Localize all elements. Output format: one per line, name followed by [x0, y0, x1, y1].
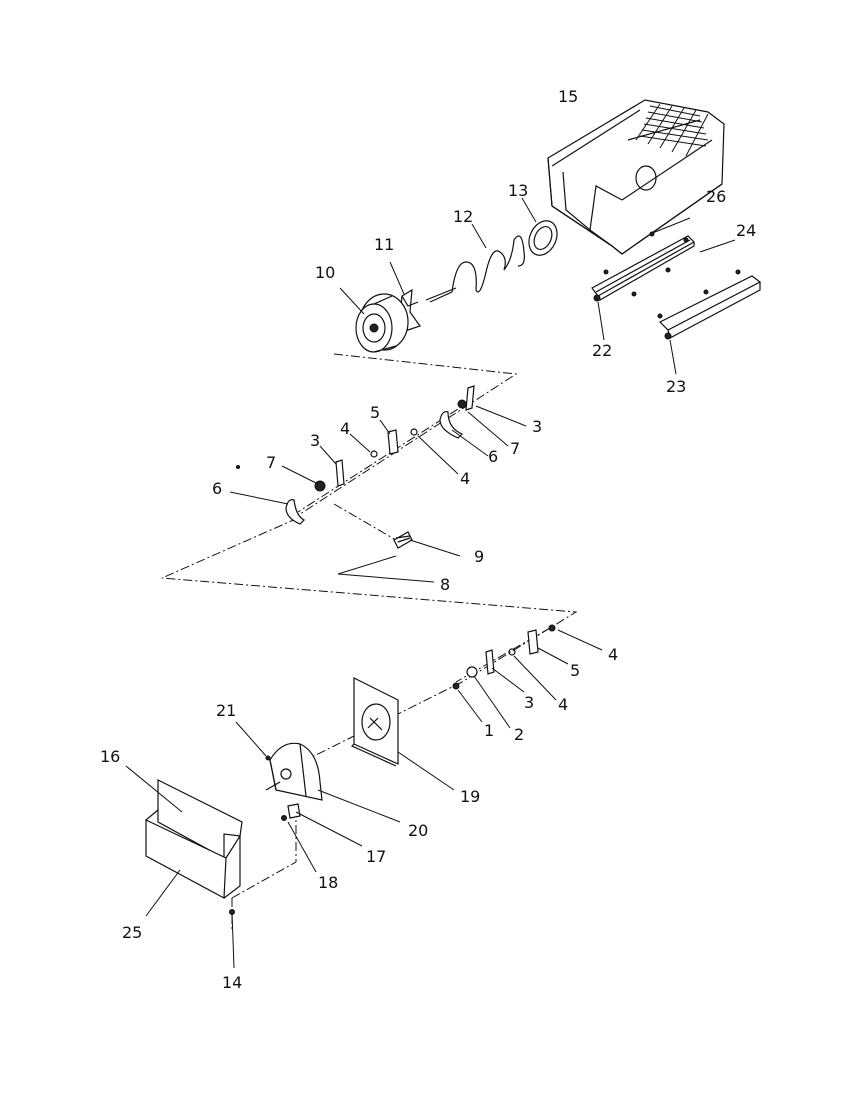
label-24: 24	[736, 221, 756, 240]
label-7-left: 7	[266, 453, 276, 472]
label-23: 23	[666, 377, 686, 396]
label-10: 10	[315, 263, 335, 282]
ice-bin-part-15	[547, 99, 725, 255]
upper-hardware	[229, 385, 527, 525]
label-5-upper: 5	[370, 403, 380, 422]
label-19: 19	[460, 787, 480, 806]
label-4-upper-b: 4	[460, 469, 470, 488]
label-4-lower-a: 4	[558, 695, 568, 714]
label-18: 18	[318, 873, 338, 892]
label-21: 21	[216, 701, 236, 720]
pin-spring-8-9	[337, 531, 461, 583]
label-2: 2	[514, 725, 524, 744]
label-1: 1	[484, 721, 494, 740]
part-labels: 15 26 24 13 12 11 10 22 23 3 7 6 4 5 4 3…	[100, 87, 756, 992]
label-3-upper: 3	[532, 417, 542, 436]
label-9: 9	[474, 547, 484, 566]
bracket-parts-17-18	[281, 803, 363, 873]
auger-part-12	[425, 223, 525, 303]
label-3-mid: 3	[310, 431, 320, 450]
label-4-upper-a: 4	[340, 419, 350, 438]
label-5-lower: 5	[570, 661, 580, 680]
label-15: 15	[558, 87, 578, 106]
label-16: 16	[100, 747, 120, 766]
label-20: 20	[408, 821, 428, 840]
housing-part-20	[235, 721, 401, 823]
drum-part-10	[339, 287, 409, 353]
label-11: 11	[374, 235, 394, 254]
label-26: 26	[706, 187, 726, 206]
label-4-lower-b: 4	[608, 645, 618, 664]
label-13: 13	[508, 181, 528, 200]
bin-rails	[591, 217, 762, 375]
label-6-left: 6	[212, 479, 222, 498]
ring-part-13	[521, 197, 558, 256]
label-25: 25	[122, 923, 142, 942]
screw-part-14	[229, 909, 235, 969]
label-17: 17	[366, 847, 386, 866]
label-22: 22	[592, 341, 612, 360]
label-6-upper: 6	[488, 447, 498, 466]
label-3-lower: 3	[524, 693, 534, 712]
label-7-upper: 7	[510, 439, 520, 458]
label-12: 12	[453, 207, 473, 226]
label-8: 8	[440, 575, 450, 594]
plate-part-19	[350, 677, 455, 791]
label-14: 14	[222, 973, 242, 992]
lower-hardware	[452, 624, 603, 729]
cover-parts-16-25	[125, 765, 243, 917]
